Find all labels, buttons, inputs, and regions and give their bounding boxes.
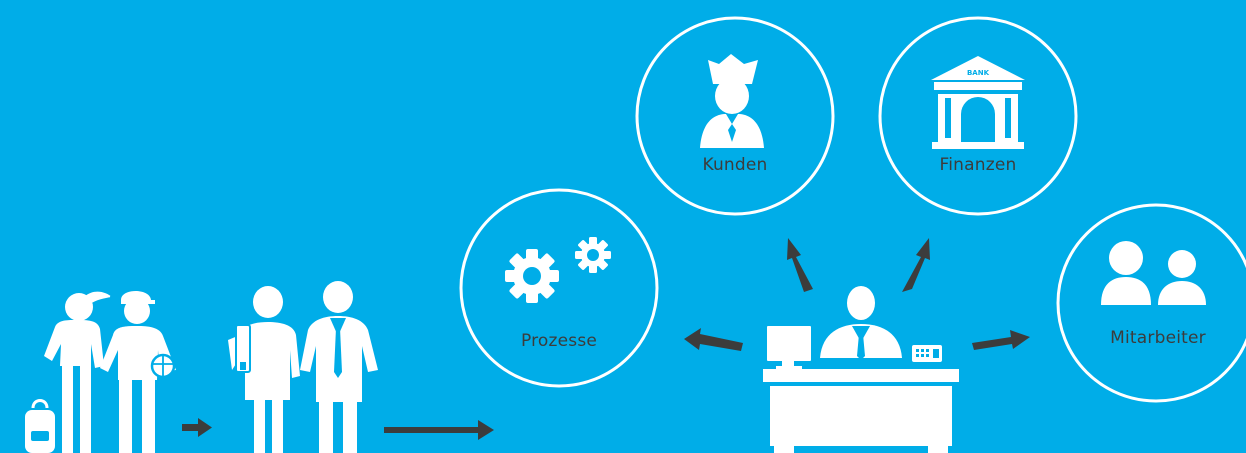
mitarbeiter-circle [1056, 203, 1246, 403]
arrow-students-to-professionals [182, 418, 212, 437]
prozesse-label: Prozesse [520, 331, 598, 351]
gears-icon [505, 237, 611, 303]
finanzen-label: Finanzen [939, 155, 1017, 175]
arrow-to-prozesse [684, 328, 743, 351]
prozesse-circle [459, 188, 659, 388]
kunden-circle [635, 16, 835, 216]
manager-at-desk-icon [763, 286, 959, 453]
bank-building-icon [931, 56, 1025, 149]
arrow-to-mitarbeiter [972, 330, 1030, 350]
employees-icon [1101, 241, 1206, 305]
arrow-to-kunden [787, 238, 813, 292]
bank-sign-text: BANK [967, 69, 990, 77]
students-icon [25, 291, 176, 453]
mitarbeiter-label: Mitarbeiter [1110, 328, 1206, 348]
customer-crown-icon [700, 54, 764, 148]
young-professionals-icon [228, 281, 378, 453]
arrow-professionals-to-manager [384, 420, 494, 440]
arrow-to-finanzen [902, 238, 930, 292]
kunden-label: Kunden [702, 155, 768, 175]
finanzen-circle [878, 16, 1078, 216]
